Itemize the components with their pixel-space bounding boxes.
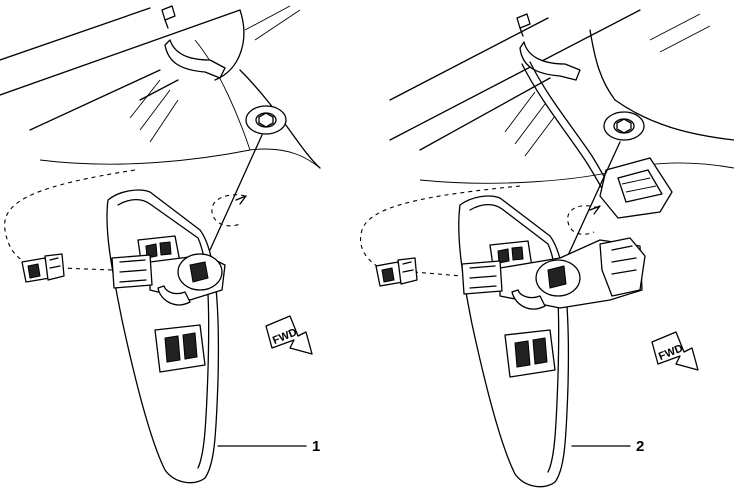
view-2: FWD 2 xyxy=(360,9,734,488)
connector-icon xyxy=(375,257,418,287)
rear-view-mirror-icon xyxy=(458,195,646,488)
view-1: FWD 1 xyxy=(0,5,321,484)
windshield-outline xyxy=(360,9,734,269)
connection-line xyxy=(59,267,113,271)
connector-icon xyxy=(21,253,65,283)
callout-label-2: 2 xyxy=(636,438,644,455)
windshield-outline xyxy=(0,5,321,263)
mount-button-icon xyxy=(245,105,287,135)
rain-sensor-icon xyxy=(599,157,673,219)
mount-button-icon xyxy=(603,111,645,141)
forward-arrow-icon: FWD xyxy=(651,331,699,371)
forward-arrow-icon: FWD xyxy=(265,315,313,355)
rear-view-mirror-icon xyxy=(106,189,226,484)
connection-line xyxy=(413,271,463,277)
roof-clip-icon xyxy=(516,13,531,37)
callout-label-1: 1 xyxy=(312,438,320,455)
roof-clip-icon xyxy=(161,5,176,29)
harness-icon xyxy=(164,39,226,79)
harness-icon xyxy=(519,41,581,81)
